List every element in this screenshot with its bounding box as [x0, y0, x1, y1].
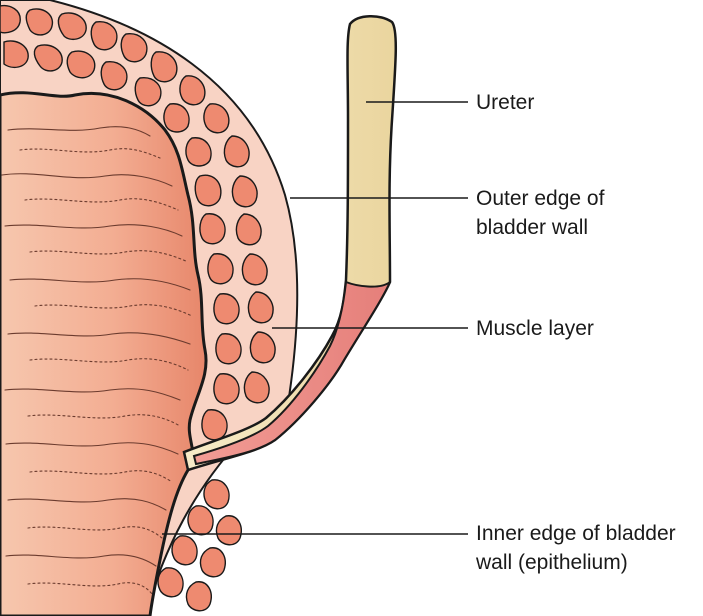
leader-lines [162, 101, 468, 535]
muscle-layer [0, 4, 276, 441]
label-inner-edge: Inner edge of bladder wall (epithelium) [476, 522, 676, 574]
bladder-interior [0, 91, 208, 616]
label-outer-edge: Outer edge of bladder wall [476, 187, 605, 239]
label-muscle-layer: Muscle layer [476, 317, 594, 340]
rugae-folds [1, 126, 193, 595]
label-ureter: Ureter [476, 91, 535, 114]
muscle-layer-lower [157, 479, 242, 612]
